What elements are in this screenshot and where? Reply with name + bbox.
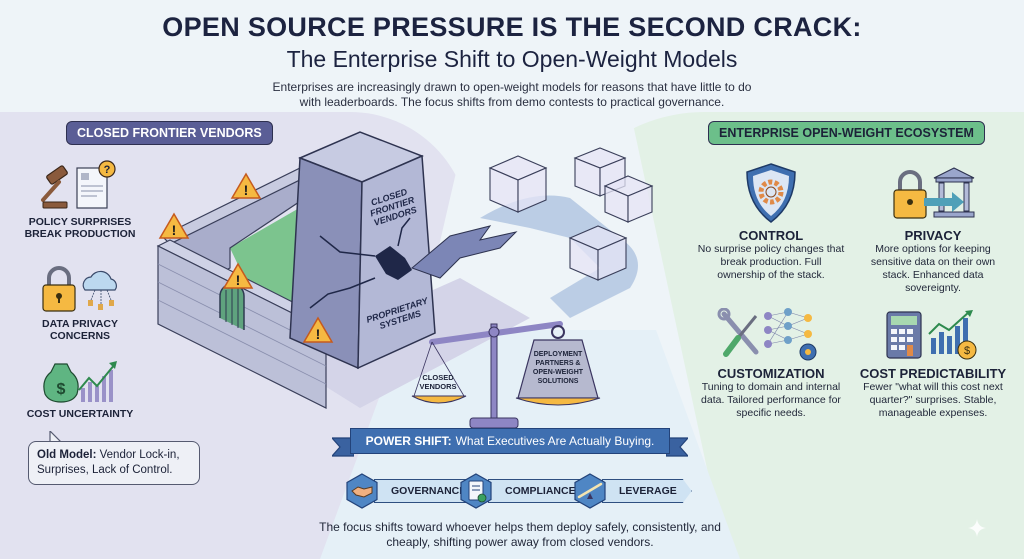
lock-bank-icon — [893, 167, 975, 219]
page-subtitle: The Enterprise Shift to Open-Weight Mode… — [286, 46, 738, 72]
risk-label-line2: CONCERNS — [49, 330, 111, 342]
pillar-label: COMPLIANCE — [488, 479, 591, 503]
benefit-customization: CUSTOMIZATION Tuning to domain and inter… — [696, 308, 846, 420]
closed-vendors-label: CLOSED FRONTIER VENDORS — [66, 121, 273, 145]
footer-text: The focus shifts toward whoever helps th… — [319, 520, 721, 549]
risk-policy-surprises: ? POLICY SURPRISES BREAK PRODUCTION — [20, 160, 140, 240]
benefit-cost-predictability: $ COST PREDICTABILITY Fewer "what will t… — [858, 308, 1008, 420]
monolith-label-top: CLOSEDFRONTIERVENDORS — [366, 185, 419, 228]
risk-cost-uncertainty: $ COST UNCERTAINTY — [20, 358, 140, 420]
benefit-desc: Tuning to domain and internal data. Tail… — [701, 381, 841, 419]
page-title: OPEN SOURCE PRESSURE IS THE SECOND CRACK… — [162, 12, 862, 42]
svg-text:!: ! — [172, 222, 177, 238]
risk-label-line1: DATA PRIVACY — [41, 318, 119, 330]
lock-cloud-icon — [42, 266, 117, 312]
benefit-title: COST PREDICTABILITY — [859, 366, 1007, 381]
gavel-document-icon: ? — [41, 160, 116, 209]
open-weight-cubes — [488, 147, 654, 281]
sparkle-icon — [968, 519, 986, 537]
banner-text: What Executives Are Actually Buying. — [455, 434, 655, 448]
clipboard-check-icon — [460, 473, 492, 509]
open-ecosystem-label: ENTERPRISE OPEN-WEIGHT ECOSYSTEM — [708, 121, 985, 145]
benefit-desc: No surprise policy changes that break pr… — [697, 243, 845, 281]
callout-text: Vendor Lock-in, Surprises, Lack of Contr… — [37, 449, 180, 476]
banner-tail-right — [666, 437, 688, 457]
calculator-chart-icon: $ — [886, 310, 977, 360]
center-illustration: CLOSEDFRONTIERVENDORS PROPRIETARYSYSTEMS… — [156, 131, 654, 409]
svg-text:!: ! — [316, 326, 321, 342]
money-bag-chart-icon: $ — [43, 361, 117, 403]
benefit-title: CONTROL — [738, 228, 804, 243]
tools-network-icon — [717, 308, 817, 361]
risk-label-line2: BREAK PRODUCTION — [24, 228, 136, 240]
benefit-title: PRIVACY — [904, 228, 962, 243]
benefit-privacy: PRIVACY More options for keeping sensiti… — [858, 162, 1008, 295]
risk-label-line1: COST UNCERTAINTY — [26, 408, 134, 420]
intro-text: Enterprises are increasingly drawn to op… — [272, 80, 752, 109]
monolith-crack — [375, 246, 412, 280]
warning-icons: ! ! ! ! — [158, 172, 334, 343]
benefit-title: CUSTOMIZATION — [717, 366, 825, 381]
crack-trail — [411, 225, 518, 279]
banner-bold: POWER SHIFT: — [365, 434, 452, 448]
risk-data-privacy: DATA PRIVACY CONCERNS — [20, 262, 140, 342]
svg-text:!: ! — [236, 272, 241, 288]
callout-bold: Old Model: — [37, 449, 97, 461]
benefit-desc: More options for keeping sensitive data … — [870, 243, 996, 294]
svg-text:?: ? — [104, 164, 111, 176]
svg-text:$: $ — [964, 345, 970, 357]
svg-text:!: ! — [244, 182, 249, 198]
benefit-control: CONTROL No surprise policy changes that … — [696, 162, 846, 282]
risk-label-line1: POLICY SURPRISES — [28, 216, 132, 228]
pillar-leverage: LEVERAGE — [572, 473, 692, 509]
svg-text:$: $ — [57, 381, 66, 398]
shield-gear-icon — [746, 163, 796, 223]
pillar-compliance: COMPLIANCE — [458, 473, 591, 509]
lever-icon — [574, 473, 606, 509]
handshake-icon — [346, 473, 378, 509]
power-shift-banner: POWER SHIFT:What Executives Are Actually… — [350, 428, 670, 454]
benefit-desc: Fewer "what will this cost next quarter?… — [863, 381, 1003, 419]
callout-tail — [49, 431, 63, 443]
gate-bars — [225, 286, 239, 328]
pillar-label: LEVERAGE — [602, 479, 692, 503]
old-model-callout: Old Model: Vendor Lock-in, Surprises, La… — [28, 441, 200, 485]
